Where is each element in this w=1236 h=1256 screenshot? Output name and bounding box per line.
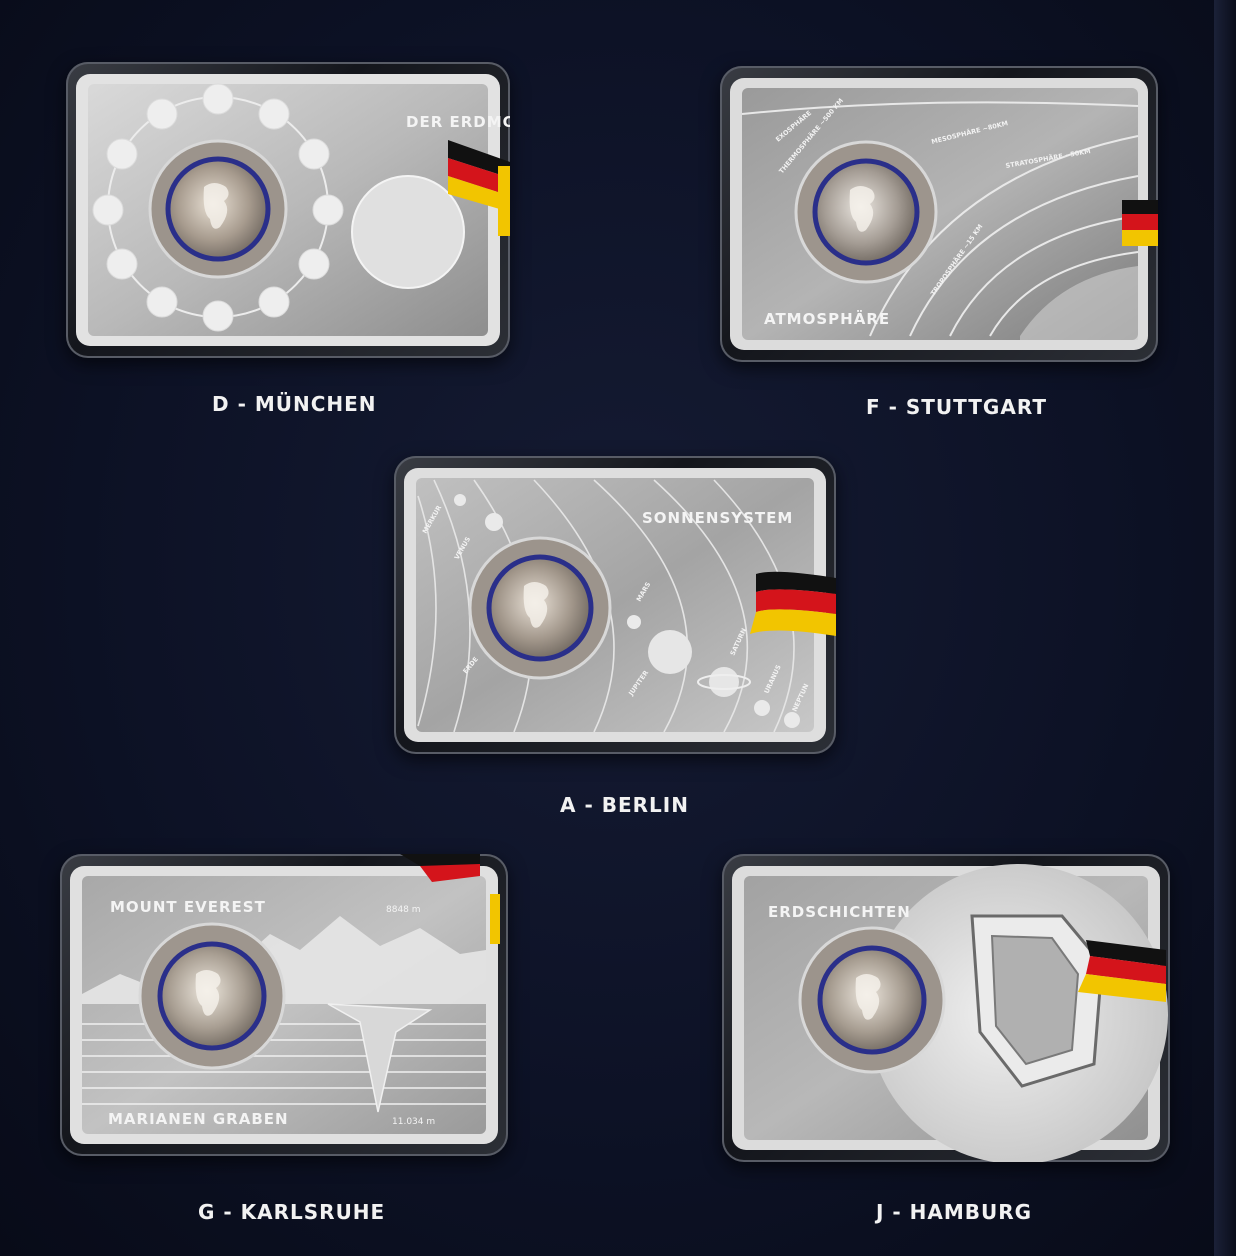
- box-edge: [1214, 0, 1236, 1256]
- coin-sonnensystem-title: SONNENSYSTEM: [642, 509, 793, 527]
- german-flag-ribbon: [400, 854, 500, 944]
- mint-label-munchen: D - MÜNCHEN: [212, 392, 377, 416]
- coin-capsule-atmosphare: ATMOSPHÄRE EXOSPHÄRE THERMOSPHÄRE ~500 K…: [720, 66, 1158, 362]
- coin-capsule-erdmond: DER ERDMOND: [66, 62, 510, 358]
- coin-erdschichten-bar: ERDSCHICHTEN: [732, 864, 1168, 1162]
- everest-height: 8848 m: [386, 905, 421, 915]
- coin-erdschichten-title: ERDSCHICHTEN: [768, 903, 911, 921]
- graben-depth: 11.034 m: [392, 1117, 435, 1127]
- mint-label-hamburg: J - HAMBURG: [876, 1200, 1033, 1224]
- coin-capsule-sonnensystem: SONNENSYSTEM MERKUR VENUS ERDE MARS JUPI…: [394, 456, 836, 754]
- coin-atmosphare-title: ATMOSPHÄRE: [764, 309, 890, 328]
- german-flag-ribbon: [1122, 200, 1158, 246]
- german-flag-ribbon: [1078, 940, 1166, 1002]
- coin-erdmond-title: DER ERDMOND: [406, 113, 510, 131]
- coin-atmosphare-bar: ATMOSPHÄRE EXOSPHÄRE THERMOSPHÄRE ~500 K…: [730, 78, 1158, 350]
- coin-everest-title: MOUNT EVEREST: [110, 898, 266, 916]
- coin-sonnensystem-bar: SONNENSYSTEM MERKUR VENUS ERDE MARS JUPI…: [404, 468, 836, 742]
- coin-erdmond-bar: DER ERDMOND: [76, 74, 510, 346]
- coin-capsule-erdschichten: ERDSCHICHTEN: [722, 854, 1170, 1162]
- mint-label-berlin: A - BERLIN: [560, 793, 689, 817]
- mint-label-stuttgart: F - STUTTGART: [866, 395, 1047, 419]
- coin-everest-subtitle: MARIANEN GRABEN: [108, 1110, 289, 1128]
- coin-everest-bar: MOUNT EVEREST 8848 m MARIANEN GRABEN 11.…: [70, 854, 500, 1144]
- german-flag-ribbon: [750, 571, 836, 636]
- mint-label-karlsruhe: G - KARLSRUHE: [198, 1200, 386, 1224]
- coin-capsule-everest: MOUNT EVEREST 8848 m MARIANEN GRABEN 11.…: [60, 854, 508, 1156]
- german-flag-ribbon: [448, 140, 510, 236]
